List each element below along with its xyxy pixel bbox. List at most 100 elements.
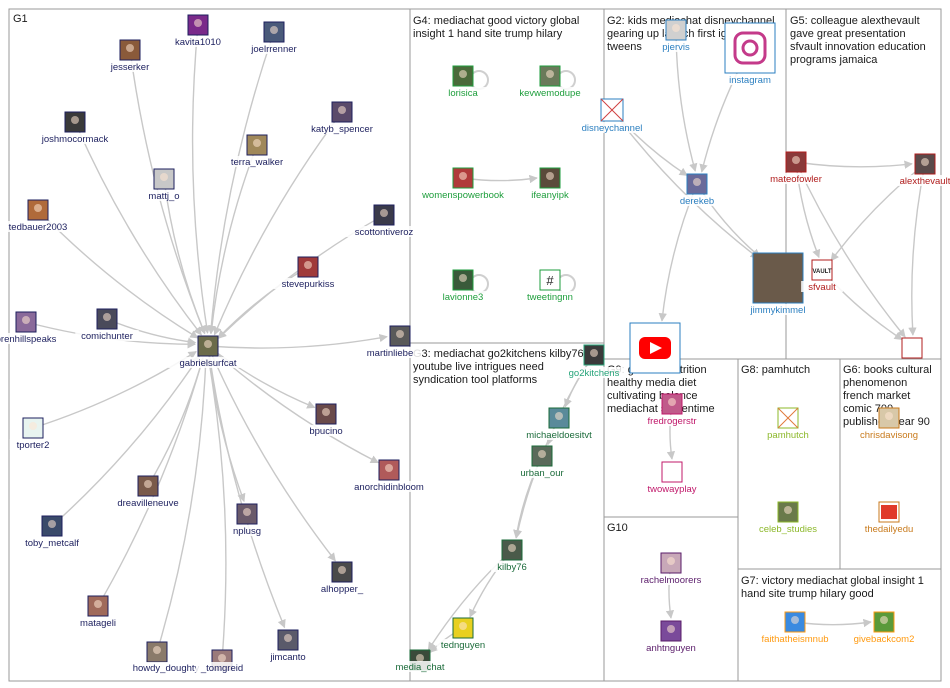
node-gabrielsurfcat[interactable]: gabrielsurfcat: [168, 335, 248, 369]
node-lavionne3[interactable]: lavionne3: [436, 269, 490, 303]
group-label-g3-line: G3: mediachat go2kitchens kilby76: [413, 348, 584, 360]
node-jimcanto[interactable]: jimcanto: [264, 629, 312, 663]
node-rachelmoorers[interactable]: rachelmoorers: [633, 552, 709, 586]
label-bg: [849, 633, 919, 644]
node-tedbauer2003[interactable]: tedbauer2003: [3, 199, 73, 233]
node-kevwemodupe[interactable]: kevwemodupe: [518, 65, 582, 99]
node-label: twowayplay: [647, 484, 696, 495]
avatar-face: [667, 625, 675, 633]
node-label: jesserker: [110, 62, 150, 73]
node-youtube[interactable]: [629, 322, 681, 374]
node-womenspowerbook[interactable]: womenspowerbook: [420, 167, 506, 201]
avatar-face: [304, 261, 312, 269]
node-mattj_o[interactable]: mattj_o: [143, 168, 185, 202]
edge-kilby76-media_chat: [427, 549, 513, 651]
label-bg: [0, 333, 66, 344]
node-urban_our[interactable]: urban_our: [515, 445, 569, 479]
node-nplusg[interactable]: nplusg: [228, 503, 266, 537]
node-chrisdavisong[interactable]: chrisdavisong: [851, 407, 927, 441]
node-label: joshmocormack: [41, 134, 109, 145]
node-alhopper_[interactable]: alhopper_: [315, 561, 369, 595]
node-matageli[interactable]: matageli: [74, 595, 122, 629]
node-dreavilleneuve[interactable]: dreavilleneuve: [108, 475, 188, 509]
node-label: toby_metcalf: [25, 538, 79, 549]
node-thedailyedu[interactable]: thedailyedu: [857, 501, 921, 535]
avatar[interactable]: [661, 461, 683, 483]
node-mateofowler[interactable]: mateofowler: [764, 151, 828, 185]
node-label: givebackcom2: [854, 634, 915, 645]
node-derekeb[interactable]: derekeb: [676, 173, 718, 207]
node-joelrrenner[interactable]: joelrrenner: [242, 21, 306, 55]
node-kilby76[interactable]: kilby76: [491, 539, 533, 573]
node-label: alhopper_: [321, 584, 364, 595]
group-label-g5-line: sfvault innovation education: [790, 41, 926, 53]
node-katyb_spencer[interactable]: katyb_spencer: [304, 101, 380, 135]
label-bg: [643, 483, 701, 494]
node-media_chat[interactable]: media_chat: [391, 649, 449, 673]
label-bg: [752, 633, 838, 644]
node-stevepurkiss[interactable]: stevepurkiss: [273, 256, 343, 290]
label-bg: [676, 195, 718, 206]
node-anhtnguyen[interactable]: anhtnguyen: [642, 620, 700, 654]
camera-lens-icon: [741, 39, 759, 57]
node-tweetingnn[interactable]: #tweetingnn: [521, 269, 579, 303]
node-_tomgreid[interactable]: _tomgreid: [195, 649, 249, 674]
node-label: kilby76: [497, 562, 527, 573]
node-toby_metcalf[interactable]: toby_metcalf: [17, 515, 87, 549]
node-jesserker[interactable]: jesserker: [103, 39, 157, 73]
node-givebackcom2[interactable]: givebackcom2: [849, 611, 919, 645]
node-joshmocormack[interactable]: joshmocormack: [37, 111, 113, 145]
node-michaeldoesitvt[interactable]: michaeldoesitvt: [516, 407, 602, 441]
hashtag-icon: #: [546, 273, 554, 288]
edge-gabrielsurfcat-jimcanto: [207, 345, 286, 629]
node-tednguyen[interactable]: tednguyen: [436, 617, 490, 651]
avatar[interactable]: [901, 337, 923, 359]
avatar[interactable]: [811, 259, 833, 281]
node-g5extra[interactable]: [901, 337, 923, 359]
avatar-face: [672, 24, 680, 32]
node-instagram[interactable]: instagram: [723, 22, 777, 86]
avatar[interactable]: [752, 252, 804, 304]
avatar-face: [459, 70, 467, 78]
avatar[interactable]: [539, 269, 561, 291]
node-lorisica[interactable]: lorisica: [439, 65, 487, 99]
label-bg: [222, 156, 292, 167]
node-pamhutch[interactable]: pamhutch: [764, 407, 812, 441]
avatar-face: [338, 566, 346, 574]
edge-gabrielsurfcat-alhopper_: [207, 345, 336, 562]
edge-alexthevault-sfvault: [830, 163, 926, 262]
node-terra_walker[interactable]: terra_walker: [222, 134, 292, 168]
node-faithatheismnub[interactable]: faithatheismnub: [752, 611, 838, 645]
node-fredrogerstr[interactable]: fredrogerstr: [637, 393, 707, 427]
label-bg: [637, 415, 707, 426]
avatar[interactable]: [724, 22, 776, 74]
label-bg: [746, 304, 810, 315]
label-bg: [574, 122, 650, 133]
node-twowayplay[interactable]: twowayplay: [643, 461, 701, 495]
node-tporter2[interactable]: tporter2: [9, 417, 57, 451]
node-scottontiveroz[interactable]: scottontiveroz: [344, 204, 424, 238]
node-anorchidinbloom[interactable]: anorchidinbloom: [346, 459, 432, 493]
node-alexthevault[interactable]: alexthevault: [890, 153, 950, 187]
node-go2kitchens[interactable]: go2kitchens: [562, 344, 626, 379]
edge-mateofowler-g5extra: [795, 161, 906, 338]
node-brenhillspeaks[interactable]: brenhillspeaks: [0, 311, 66, 345]
label-bg: [521, 291, 579, 302]
node-ifeanyipk[interactable]: ifeanyipk: [523, 167, 577, 201]
node-jimmykimmel[interactable]: jimmykimmel: [746, 252, 810, 316]
node-bpucino[interactable]: bpucino: [305, 403, 347, 437]
node-celeb_studies[interactable]: celeb_studies: [750, 501, 826, 535]
edge-alexthevault-g5extra: [908, 163, 926, 336]
node-disneychannel[interactable]: disneychannel: [574, 98, 650, 134]
node-martinliebe[interactable]: martinliebe: [358, 325, 422, 359]
label-bg: [168, 357, 248, 368]
avatar-face: [243, 508, 251, 516]
label-bg: [195, 662, 249, 673]
node-label: anorchidinbloom: [354, 482, 424, 493]
node-comichunter[interactable]: comichunter: [75, 308, 139, 342]
label-bg: [439, 87, 487, 98]
node-kavita1010[interactable]: kavita1010: [169, 14, 227, 48]
node-pjervis[interactable]: pjervis: [655, 19, 697, 53]
node-howdy_doughty[interactable]: howdy_doughty: [128, 641, 204, 674]
